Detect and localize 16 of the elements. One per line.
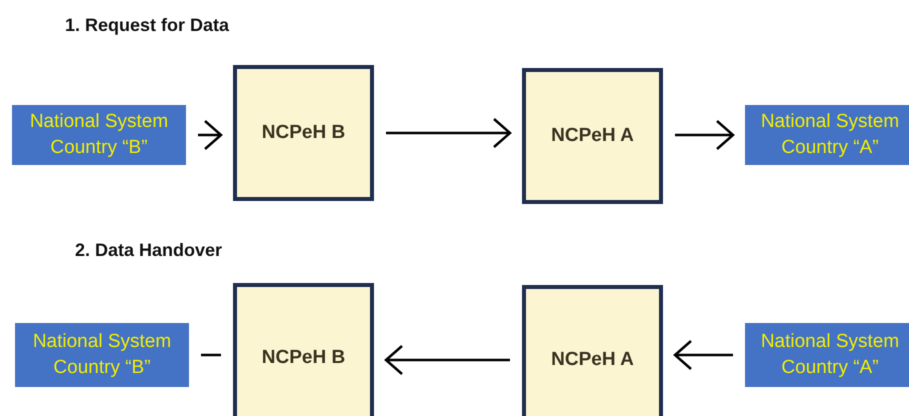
system-box: National System Country “B” [15, 323, 189, 387]
arrow [386, 118, 512, 148]
arrow [384, 344, 510, 376]
section-heading: 2. Data Handover [75, 240, 222, 261]
system-box: National System Country “B” [12, 105, 186, 165]
gateway-box: NCPeH A [522, 68, 663, 204]
arrow [674, 340, 733, 370]
arrow [675, 120, 734, 150]
section-heading: 1. Request for Data [65, 15, 230, 36]
gateway-box: NCPeH A [522, 285, 663, 416]
gateway-box: NCPeH B [233, 283, 374, 416]
system-box: National System Country “A” [745, 323, 909, 387]
gateway-box: NCPeH B [233, 65, 374, 201]
connector-line [201, 354, 221, 356]
arrow [198, 120, 222, 150]
system-box: National System Country “A” [745, 105, 909, 165]
